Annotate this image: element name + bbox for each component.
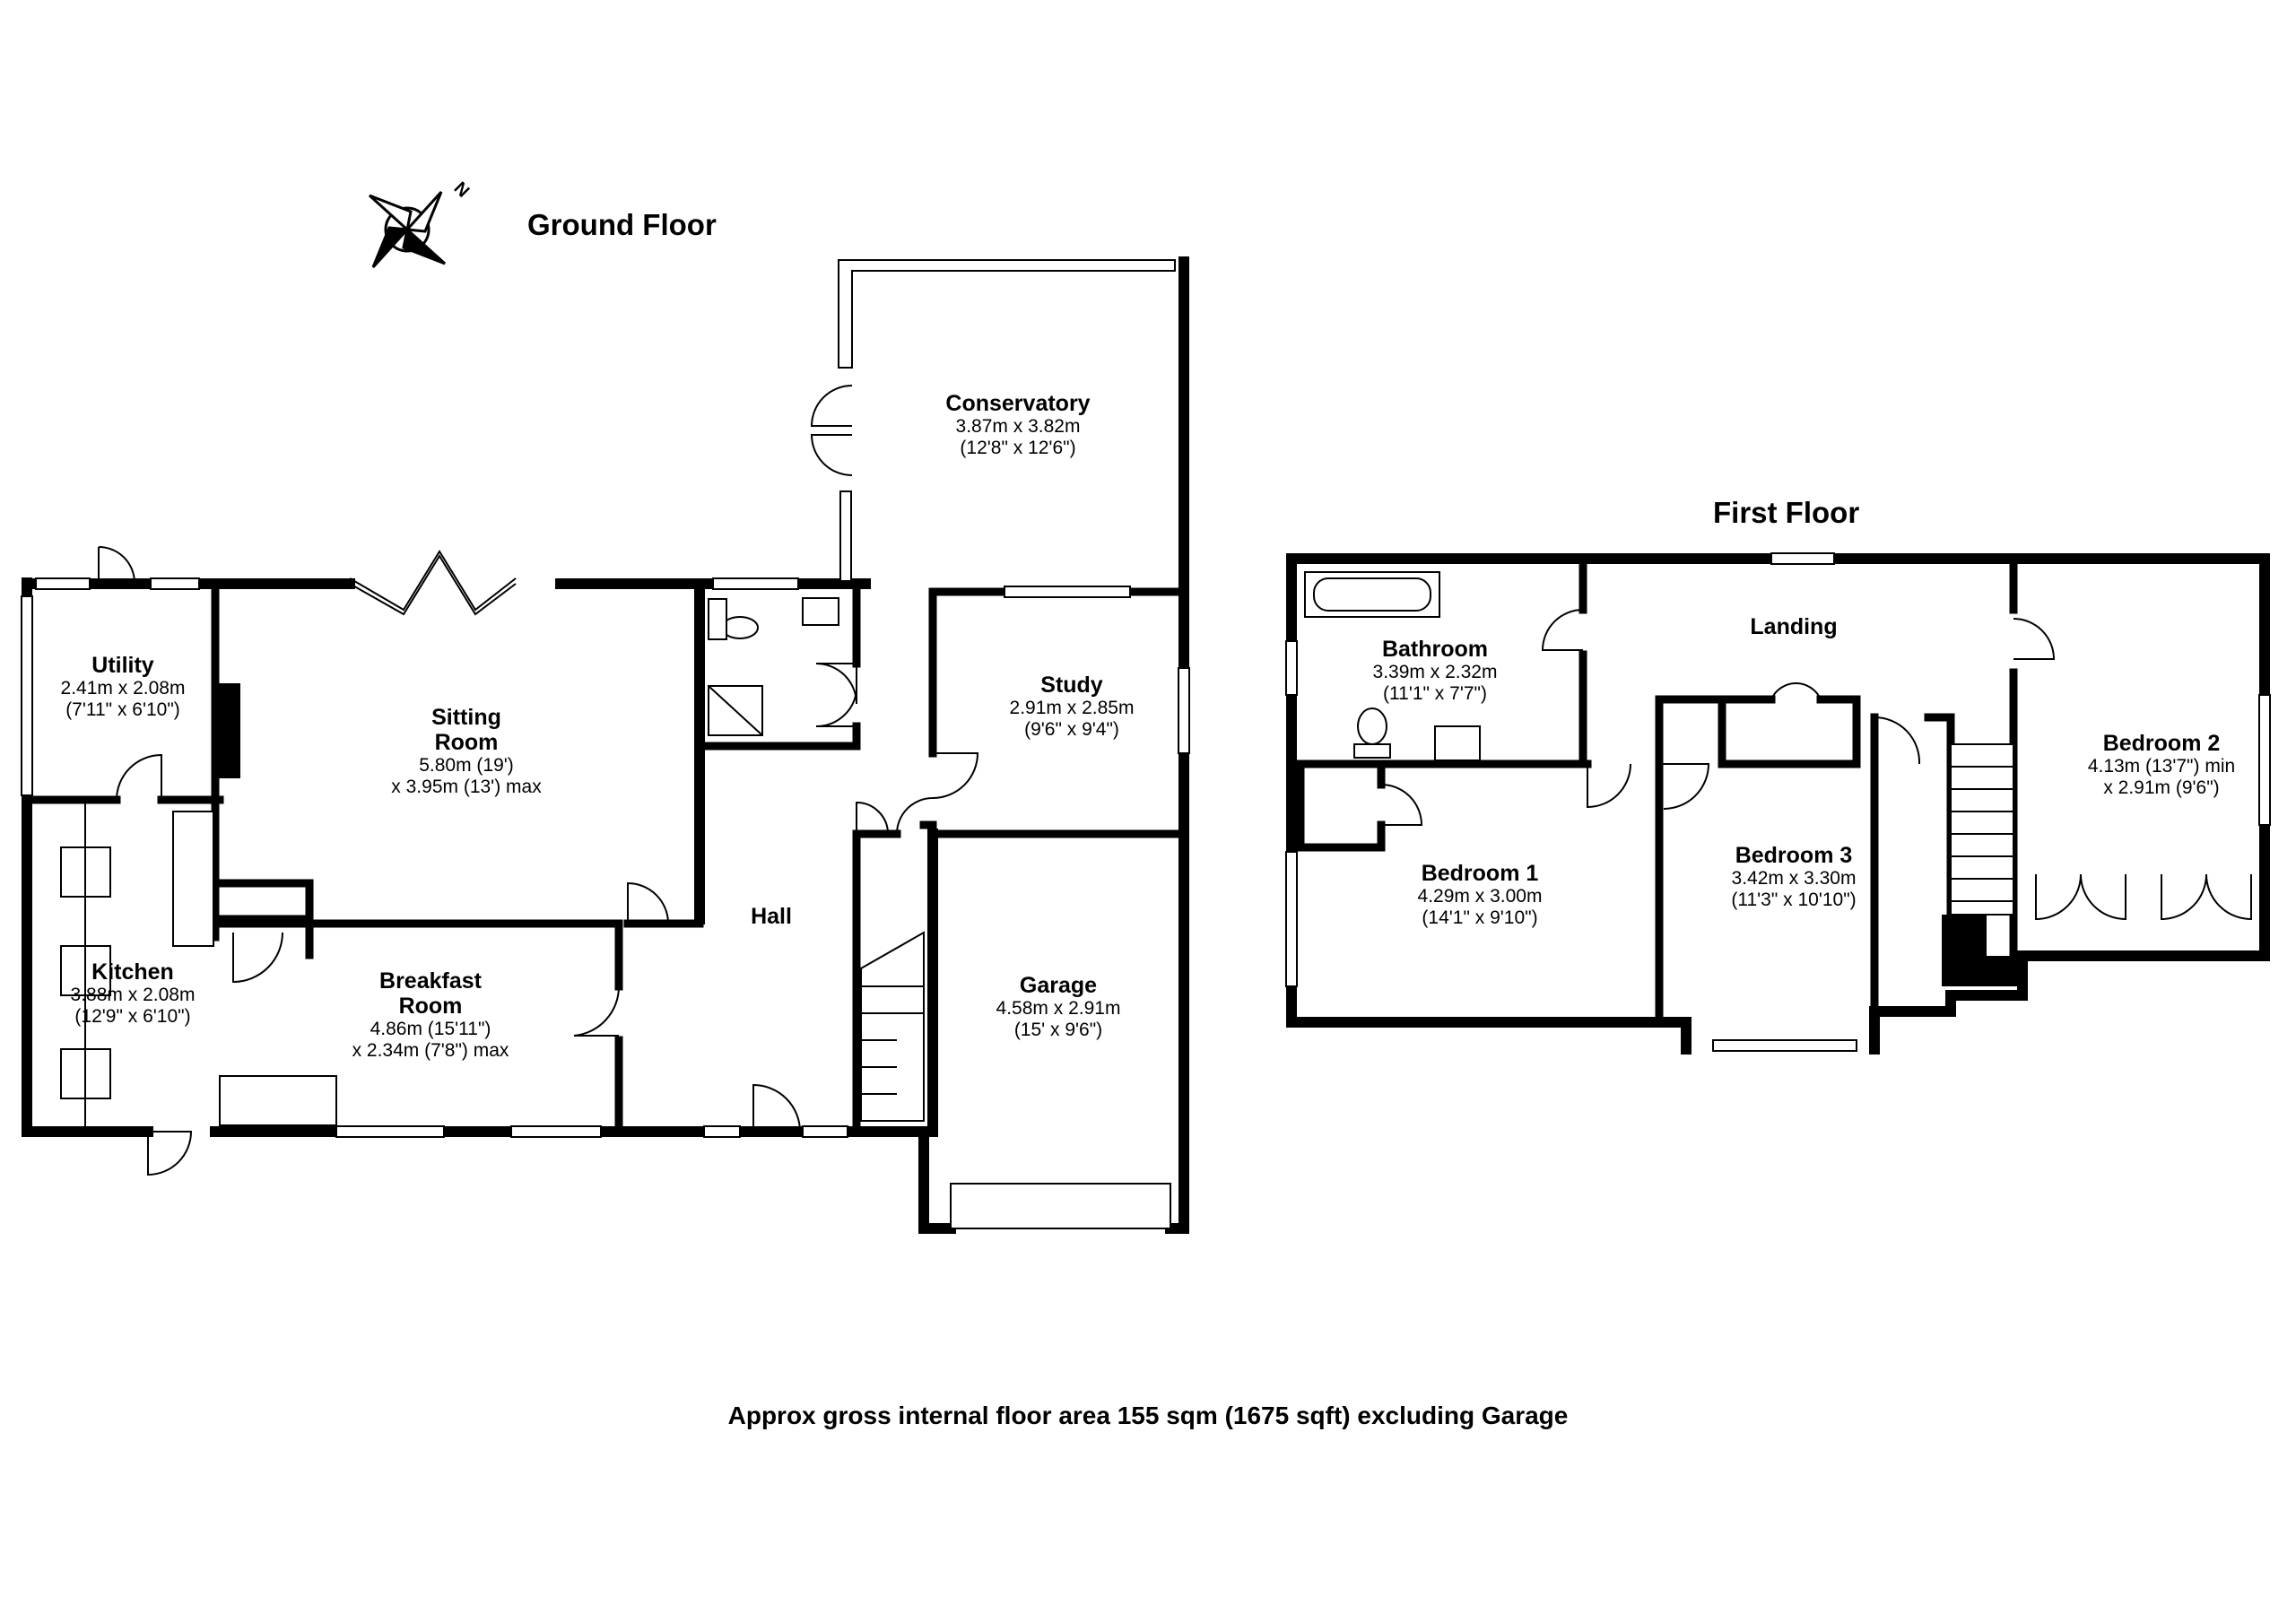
room-dimension-imperial: (11'1" x 7'7") bbox=[1383, 682, 1487, 704]
ground-floor-title: Ground Floor bbox=[527, 208, 717, 241]
room-dimension-imperial: (11'3" x 10'10") bbox=[1731, 889, 1857, 910]
room-dimension-imperial: (12'9" x 6'10") bbox=[74, 1005, 191, 1027]
room-dimension-imperial: x 2.34m (7'8") max bbox=[352, 1039, 509, 1061]
first-floor-windows bbox=[1285, 552, 2271, 1052]
room-name: Sitting bbox=[431, 705, 501, 730]
room-dimension-metric: 3.39m x 2.32m bbox=[1372, 662, 1498, 682]
room-dimension-metric: 4.29m x 3.00m bbox=[1417, 886, 1543, 907]
floor-area-caption: Approx gross internal floor area 155 sqm… bbox=[727, 1402, 1569, 1429]
room-dimension-metric: 4.13m (13'7") min bbox=[2087, 756, 2236, 777]
room-landing: Landing bbox=[1740, 614, 1848, 639]
room-dimension-metric: 4.58m x 2.91m bbox=[996, 998, 1121, 1019]
room-dimension-imperial: (9'6" x 9'4") bbox=[1024, 718, 1119, 740]
room-name: Garage bbox=[1019, 973, 1098, 998]
room-dimension-metric: 2.41m x 2.08m bbox=[60, 678, 186, 699]
room-dimension-metric: 3.42m x 3.30m bbox=[1731, 868, 1857, 889]
room-dimension-imperial: (14'1" x 9'10") bbox=[1422, 907, 1538, 928]
room-kitchen: Kitchen 3.88m x 2.08m (12'9" x 6'10") bbox=[52, 959, 213, 1027]
room-dimension-imperial: (15' x 9'6") bbox=[1013, 1019, 1103, 1040]
room-dimension-imperial: (7'11" x 6'10") bbox=[65, 699, 180, 720]
room-sitting: Sitting Room 5.80m (19') x 3.95m (13') m… bbox=[363, 705, 570, 797]
ground-floor-windows bbox=[21, 259, 1190, 1229]
first-floor-fixtures bbox=[1304, 571, 2014, 916]
room-name-line2: Room bbox=[398, 994, 463, 1019]
room-garage: Garage 4.58m x 2.91m (15' x 9'6") bbox=[969, 973, 1148, 1040]
compass-icon: N bbox=[368, 178, 474, 269]
room-dimension-metric: 4.86m (15'11") bbox=[370, 1019, 491, 1039]
room-dimension-metric: 5.80m (19') bbox=[419, 755, 514, 776]
room-bathroom: Bathroom 3.39m x 2.32m (11'1" x 7'7") bbox=[1345, 637, 1525, 704]
room-name: Bedroom 1 bbox=[1421, 861, 1539, 886]
first-floor-doors bbox=[1380, 609, 2252, 921]
room-name: Hall bbox=[751, 904, 792, 929]
room-name: Conservatory bbox=[945, 391, 1091, 416]
first-floor-title: First Floor bbox=[1713, 496, 1860, 529]
room-name: Breakfast bbox=[379, 968, 482, 994]
room-name: Bathroom bbox=[1381, 637, 1489, 662]
room-dimension-imperial: (12'8" x 12'6") bbox=[960, 437, 1076, 458]
room-hall: Hall bbox=[726, 904, 816, 929]
room-dimension-imperial: x 2.91m (9'6") bbox=[2103, 777, 2220, 798]
room-name-line2: Room bbox=[434, 730, 499, 755]
room-bedroom-1: Bedroom 1 4.29m x 3.00m (14'1" x 9'10") bbox=[1386, 861, 1574, 928]
room-name: Kitchen bbox=[91, 959, 174, 985]
room-dimension-imperial: x 3.95m (13') max bbox=[391, 776, 542, 797]
svg-text:N: N bbox=[450, 178, 474, 202]
room-bedroom-2: Bedroom 2 4.13m (13'7") min x 2.91m (9'6… bbox=[2063, 731, 2260, 798]
room-name: Study bbox=[1040, 673, 1103, 698]
ground-floor-fixtures bbox=[60, 597, 925, 1132]
room-breakfast: Breakfast Room 4.86m (15'11") x 2.34m (7… bbox=[323, 968, 538, 1061]
room-dimension-metric: 2.91m x 2.85m bbox=[1009, 698, 1135, 718]
room-utility: Utility 2.41m x 2.08m (7'11" x 6'10") bbox=[38, 653, 208, 720]
room-dimension-metric: 3.87m x 3.82m bbox=[955, 416, 1081, 437]
room-name: Bedroom 2 bbox=[2102, 731, 2221, 756]
room-dimension-metric: 3.88m x 2.08m bbox=[70, 985, 196, 1005]
room-name: Bedroom 3 bbox=[1735, 843, 1853, 868]
room-study: Study 2.91m x 2.85m (9'6" x 9'4") bbox=[987, 673, 1157, 740]
ground-floor-doors bbox=[98, 385, 979, 1176]
room-name: Utility bbox=[91, 653, 154, 678]
room-name: Landing bbox=[1750, 614, 1838, 639]
room-conservatory: Conservatory 3.87m x 3.82m (12'8" x 12'6… bbox=[924, 391, 1112, 458]
room-bedroom-3: Bedroom 3 3.42m x 3.30m (11'3" x 10'10") bbox=[1700, 843, 1888, 910]
